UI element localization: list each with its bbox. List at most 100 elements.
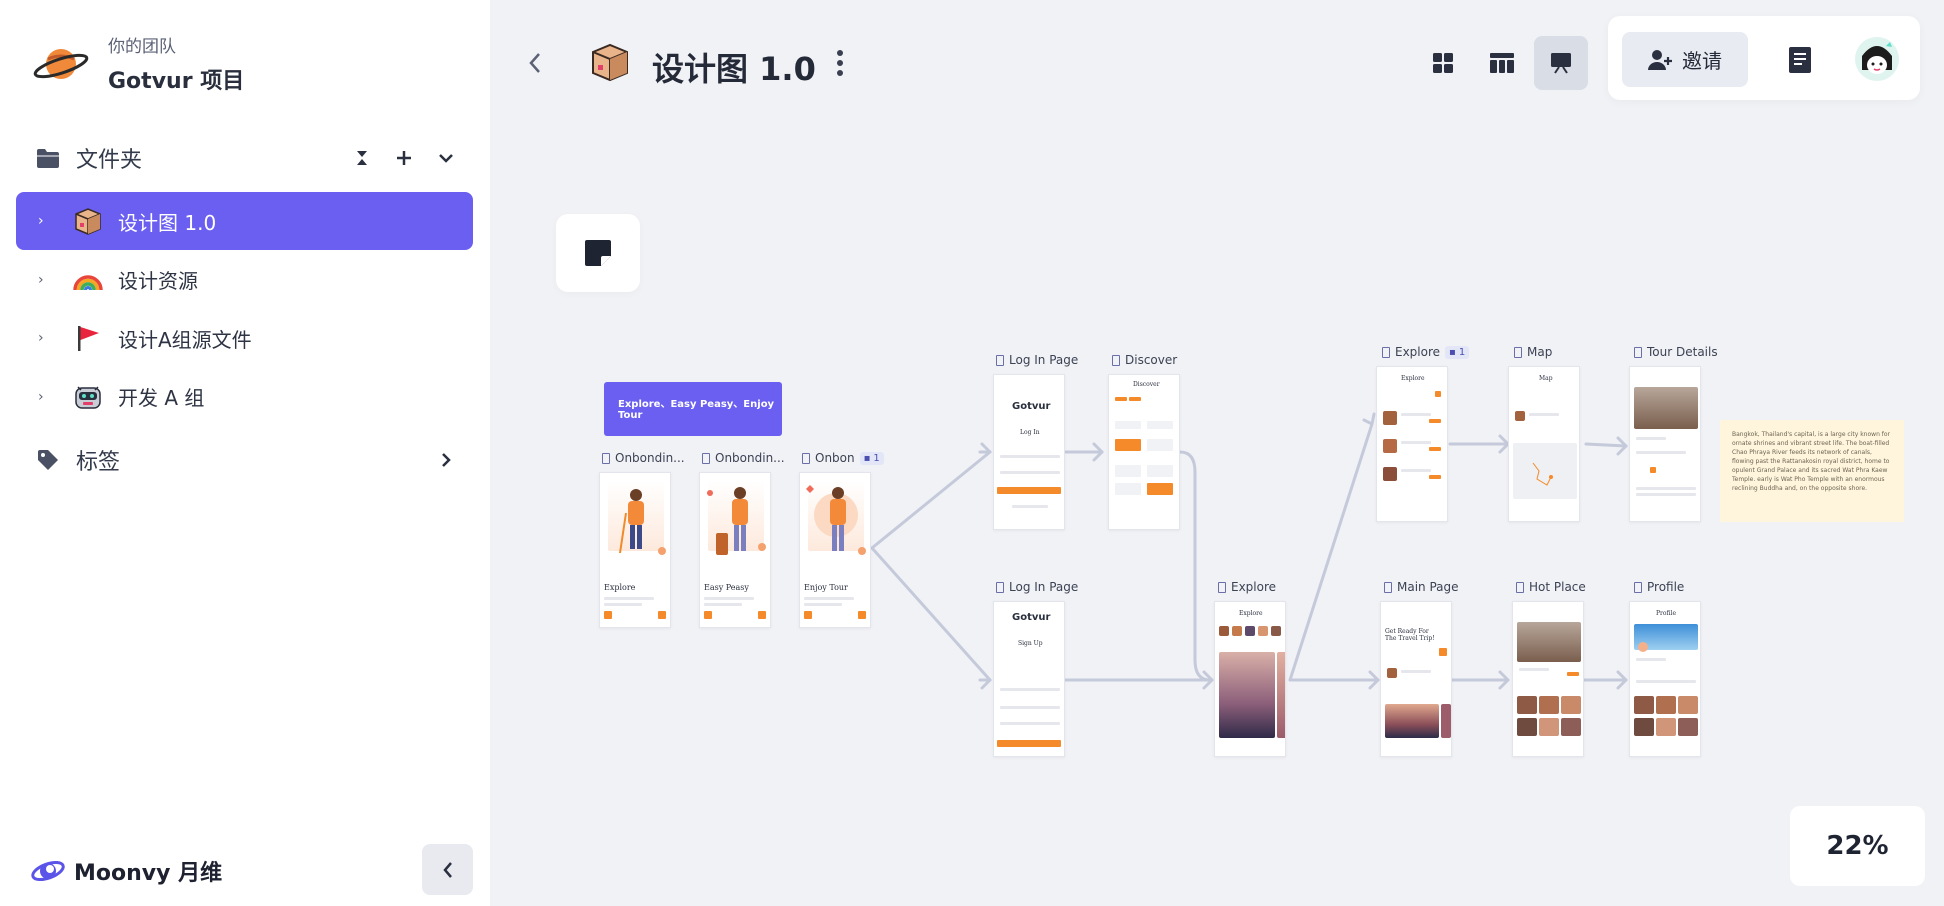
canvas-view-icon <box>1551 53 1571 74</box>
grid-view-button[interactable] <box>1416 36 1470 90</box>
back-button[interactable] <box>522 48 548 78</box>
folder-item-design-a-source[interactable]: › 设计A组源文件 <box>16 309 473 367</box>
frame-label-login-1[interactable]: Log In Page <box>996 353 1078 367</box>
frame-label-onboarding-3[interactable]: Onbon ▪1 <box>802 451 884 465</box>
frame-label-profile[interactable]: Profile <box>1634 580 1684 594</box>
sticky-note-button[interactable] <box>556 214 640 292</box>
folders-label: 文件夹 <box>76 148 143 173</box>
tag-icon <box>38 450 58 470</box>
comment-badge-explore[interactable]: ▪1 <box>1445 345 1470 359</box>
chevron-right-icon[interactable]: › <box>38 388 44 405</box>
folder-list: › 设计图 1.0 › 设计资源 › <box>16 192 473 426</box>
promo-banner[interactable]: Explore、Easy Peasy、Enjoy Tour <box>604 382 782 436</box>
onboarding-3-title: Enjoy Tour <box>804 583 848 592</box>
frame-label-map[interactable]: Map <box>1514 345 1552 359</box>
discover-heading: Discover <box>1133 381 1160 388</box>
top-right-panel: 邀请 <box>1608 16 1920 100</box>
frame-label-discover[interactable]: Discover <box>1112 353 1177 367</box>
invite-button[interactable]: 邀请 <box>1622 32 1748 87</box>
brand-name: Moonvy 月维 <box>74 861 223 886</box>
collapse-all-icon[interactable] <box>352 148 372 168</box>
frame-label-login-2[interactable]: Log In Page <box>996 580 1078 594</box>
zoom-level[interactable]: 22% <box>1790 806 1925 886</box>
folder-item-design-resources[interactable]: › 设计资源 <box>16 251 473 309</box>
folder-item-design-1[interactable]: › 设计图 1.0 <box>16 192 473 250</box>
frame-onboarding-1[interactable]: Explore <box>599 472 671 628</box>
frame-label-onboarding-1[interactable]: Onbondin... <box>602 451 685 465</box>
document-button[interactable] <box>1782 42 1818 78</box>
folders-section-header[interactable]: 文件夹 <box>36 138 456 178</box>
collapse-sidebar-button[interactable] <box>422 844 473 895</box>
user-avatar-icon <box>1855 37 1899 81</box>
folder-name: 设计资源 <box>118 269 198 294</box>
invite-label: 邀请 <box>1682 49 1722 73</box>
map-heading: Map <box>1539 375 1553 382</box>
folder-name: 设计图 1.0 <box>118 210 217 235</box>
frame-explore-mid[interactable]: Explore <box>1214 601 1286 757</box>
board-view-button[interactable] <box>1475 36 1529 90</box>
comment-badge[interactable]: ▪1 <box>859 451 884 465</box>
flag-icon <box>78 326 99 352</box>
frame-label-hot-place[interactable]: Hot Place <box>1516 580 1586 594</box>
frame-onboarding-2[interactable]: Easy Peasy <box>699 472 771 628</box>
dot <box>837 60 843 66</box>
sticky-note[interactable]: Bangkok, Thailand's capital, is a large … <box>1720 420 1904 522</box>
profile-heading: Profile <box>1656 610 1676 617</box>
onboarding-1-title: Explore <box>604 583 636 592</box>
main-page-heading: Get Ready For The Travel Trip! <box>1385 628 1435 642</box>
chevron-left-icon <box>442 861 452 878</box>
frame-discover[interactable]: Discover <box>1108 374 1180 530</box>
frame-login-2[interactable]: Gotvur Sign Up <box>993 601 1065 757</box>
chevron-down-icon[interactable] <box>436 148 456 168</box>
frame-label-main-page[interactable]: Main Page <box>1384 580 1459 594</box>
board-view-icon <box>1490 53 1514 73</box>
dot <box>837 70 843 76</box>
brand[interactable]: Moonvy 月维 <box>30 855 222 887</box>
package-icon <box>75 208 101 235</box>
avatar[interactable] <box>1854 36 1900 82</box>
add-user-icon <box>1648 49 1672 70</box>
more-options-button[interactable] <box>830 46 850 80</box>
page-title: 设计图 1.0 <box>652 50 816 88</box>
frame-label-explore-mid[interactable]: Explore <box>1218 580 1276 594</box>
planet-icon <box>33 48 89 79</box>
frame-hot-place[interactable] <box>1512 601 1584 757</box>
chevron-right-icon[interactable]: › <box>38 271 44 288</box>
folder-item-dev-a[interactable]: › 开发 A 组 <box>16 368 473 426</box>
rainbow-icon <box>73 274 103 290</box>
folder-name: 开发 A 组 <box>118 386 205 411</box>
tags-section-header[interactable]: 标签 <box>36 440 456 480</box>
add-folder-icon[interactable] <box>394 148 414 168</box>
explore-top-heading: Explore <box>1401 375 1425 382</box>
folder-name: 设计A组源文件 <box>118 327 252 352</box>
sidebar: 你的团队 Gotvur 项目 文件夹 › <box>0 0 490 906</box>
frame-onboarding-3[interactable]: Enjoy Tour <box>799 472 871 628</box>
team-switcher[interactable]: 你的团队 Gotvur 项目 <box>32 32 244 95</box>
chevron-right-icon[interactable] <box>436 450 456 470</box>
login-1-logo: Gotvur <box>1012 401 1051 412</box>
explore-mid-heading: Explore <box>1239 610 1263 617</box>
chevron-right-icon[interactable]: › <box>38 213 44 229</box>
frame-main-page[interactable]: Get Ready For The Travel Trip! <box>1380 601 1452 757</box>
team-label: 你的团队 <box>108 37 176 57</box>
chevron-right-icon[interactable]: › <box>38 330 44 347</box>
frame-label-tour-details[interactable]: Tour Details <box>1634 345 1718 359</box>
package-icon <box>592 43 628 82</box>
frame-map[interactable]: Map <box>1508 366 1580 522</box>
frame-profile[interactable]: Profile <box>1629 601 1701 757</box>
login-1-heading: Log In <box>1020 429 1040 436</box>
frame-login-1[interactable]: Gotvur Log In <box>993 374 1065 530</box>
login-2-logo: Gotvur <box>1012 612 1051 623</box>
onboarding-2-title: Easy Peasy <box>704 583 749 592</box>
frame-label-explore-top[interactable]: Explore ▪1 <box>1382 345 1470 359</box>
canvas-view-button[interactable] <box>1534 36 1588 90</box>
chevron-left-icon <box>529 53 540 73</box>
robot-icon <box>75 386 101 409</box>
frame-explore-top[interactable]: Explore <box>1376 366 1448 522</box>
moonvy-logo-icon <box>31 860 65 882</box>
frame-label-onboarding-2[interactable]: Onbondin... <box>702 451 785 465</box>
frame-tour-details[interactable] <box>1629 366 1701 522</box>
dot <box>837 50 843 56</box>
